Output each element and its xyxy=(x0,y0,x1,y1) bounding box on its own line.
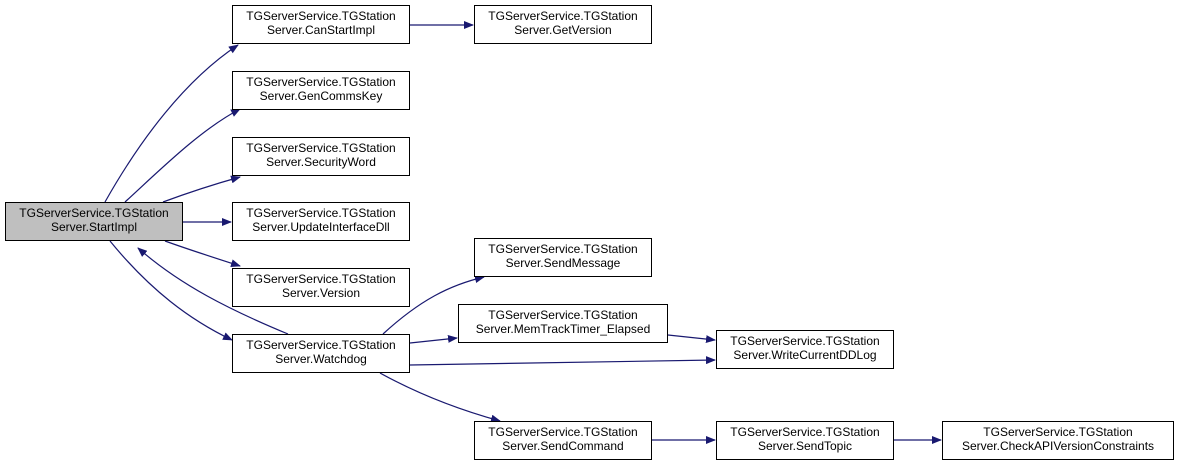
node-sendcommand[interactable]: TGServerService.TGStation Server.SendCom… xyxy=(474,421,652,460)
node-securityword[interactable]: TGServerService.TGStation Server.Securit… xyxy=(232,137,410,176)
edge-startimpl-to-gencommskey xyxy=(124,108,241,203)
node-sendmessage[interactable]: TGServerService.TGStation Server.SendMes… xyxy=(474,238,652,277)
node-getversion-line2: Server.GetVersion xyxy=(514,23,612,37)
edge-watchdog-to-startimpl xyxy=(137,247,289,335)
edge-watchdog-to-memtracktimer xyxy=(409,334,458,344)
node-writecurrentddlog[interactable]: TGServerService.TGStation Server.WriteCu… xyxy=(716,330,894,369)
node-watchdog-line2: Server.Watchdog xyxy=(275,352,367,366)
node-gencommskey[interactable]: TGServerService.TGStation Server.GenComm… xyxy=(232,71,410,110)
node-updateinterfacedll-line1: TGServerService.TGStation xyxy=(246,206,396,220)
node-checkapiversion[interactable]: TGServerService.TGStation Server.CheckAP… xyxy=(942,421,1174,460)
node-gencommskey-line1: TGServerService.TGStation xyxy=(246,75,396,89)
node-canstartimpl[interactable]: TGServerService.TGStation Server.CanStar… xyxy=(232,5,410,44)
edge-startimpl-to-version xyxy=(164,240,241,268)
node-sendcommand-line2: Server.SendCommand xyxy=(502,439,624,453)
node-updateinterfacedll-line2: Server.UpdateInterfaceDll xyxy=(252,220,390,234)
node-memtracktimer-line2: Server.MemTrackTimer_Elapsed xyxy=(475,322,651,336)
node-getversion-line1: TGServerService.TGStation xyxy=(488,9,638,23)
edge-watchdog-to-sendmessage xyxy=(382,275,485,335)
node-checkapiversion-line2: Server.CheckAPIVersionConstraints xyxy=(961,439,1155,453)
node-sendcommand-line1: TGServerService.TGStation xyxy=(488,425,638,439)
node-updateinterfacedll[interactable]: TGServerService.TGStation Server.UpdateI… xyxy=(232,202,410,241)
node-version-line2: Server.Version xyxy=(281,286,361,300)
node-memtracktimer[interactable]: TGServerService.TGStation Server.MemTrac… xyxy=(458,304,668,343)
edge-startimpl-to-watchdog xyxy=(109,240,233,341)
node-writecurrentddlog-line2: Server.WriteCurrentDDLog xyxy=(733,348,877,362)
node-watchdog[interactable]: TGServerService.TGStation Server.Watchdo… xyxy=(232,334,410,373)
edge-watchdog-to-writecurrentddlog xyxy=(409,356,716,366)
node-canstartimpl-line2: Server.CanStartImpl xyxy=(266,23,376,37)
node-startimpl-line2: Server.StartImpl xyxy=(50,220,138,234)
node-securityword-line2: Server.SecurityWord xyxy=(266,155,376,169)
node-watchdog-line1: TGServerService.TGStation xyxy=(246,338,396,352)
edge-watchdog-to-sendcommand xyxy=(379,372,501,423)
node-memtracktimer-line1: TGServerService.TGStation xyxy=(488,308,638,322)
node-sendmessage-line2: Server.SendMessage xyxy=(505,256,621,270)
node-canstartimpl-line1: TGServerService.TGStation xyxy=(246,9,396,23)
node-sendtopic[interactable]: TGServerService.TGStation Server.SendTop… xyxy=(716,421,894,460)
node-sendtopic-line1: TGServerService.TGStation xyxy=(730,425,880,439)
node-version[interactable]: TGServerService.TGStation Server.Version xyxy=(232,268,410,307)
node-version-line1: TGServerService.TGStation xyxy=(246,272,396,286)
node-getversion[interactable]: TGServerService.TGStation Server.GetVers… xyxy=(474,5,652,44)
node-startimpl-line1: TGServerService.TGStation xyxy=(19,206,169,220)
node-checkapiversion-line1: TGServerService.TGStation xyxy=(983,425,1133,439)
node-sendmessage-line1: TGServerService.TGStation xyxy=(488,242,638,256)
node-startimpl[interactable]: TGServerService.TGStation Server.StartIm… xyxy=(5,202,183,241)
edge-startimpl-to-canstartimpl xyxy=(104,44,239,203)
node-writecurrentddlog-line1: TGServerService.TGStation xyxy=(730,334,880,348)
node-securityword-line1: TGServerService.TGStation xyxy=(246,141,396,155)
node-gencommskey-line2: Server.GenCommsKey xyxy=(259,89,383,103)
edge-memtracktimer-to-writecurrentddlog xyxy=(667,334,716,344)
edge-startimpl-to-securityword xyxy=(162,175,241,203)
node-sendtopic-line2: Server.SendTopic xyxy=(757,439,853,453)
